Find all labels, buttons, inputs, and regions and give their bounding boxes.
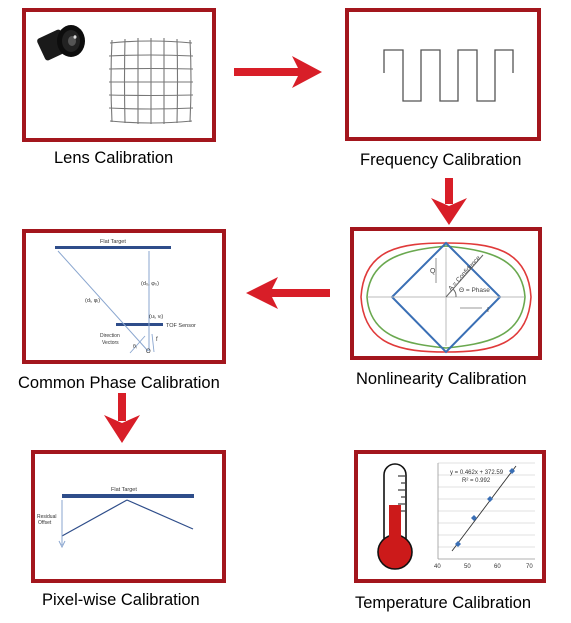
lens-calibration-caption: Lens Calibration — [54, 149, 174, 167]
common-phase-diagram: Flat Target TOF Sensor (d₀, φ₀) (dᵢ, φᵢ)… — [55, 239, 196, 355]
phase-label: Θ = Phase — [459, 287, 490, 294]
frequency-calibration-panel — [345, 8, 541, 141]
nonlinearity-plot: Q I A = Confidence Θ = Phase — [360, 241, 532, 354]
temperature-chart: y = 0.462x + 372.59 R² = 0.992 40 50 60 … — [434, 462, 535, 570]
tof-sensor-bar — [116, 323, 163, 326]
o-label: O — [146, 349, 151, 355]
residual-label-2: Offset — [38, 520, 52, 526]
uv-label: (uᵢ, vᵢ) — [149, 314, 163, 320]
flat-target-label-2: Flat Target — [111, 487, 137, 493]
q-axis-label: Q — [430, 268, 436, 275]
residual-label-1: Residual — [37, 514, 56, 520]
flat-target-label: Flat Target — [100, 239, 126, 245]
direction-label-2: Vectors — [102, 340, 119, 346]
arrow-frequency-to-nonlinearity — [431, 178, 467, 225]
arrow-common-phase-to-pixel-wise — [104, 393, 140, 443]
phase-diamond — [390, 241, 502, 354]
nonlinear-green-curve — [366, 245, 526, 349]
square-wave-icon — [383, 49, 514, 102]
pixel-wise-calibration-panel — [31, 450, 226, 583]
trendline-equation: y = 0.462x + 372.59 — [450, 470, 504, 476]
frequency-calibration-caption: Frequency Calibration — [360, 151, 522, 169]
temperature-calibration-caption: Temperature Calibration — [355, 594, 532, 612]
x-tick-60: 60 — [494, 564, 501, 570]
lens-icon — [37, 25, 85, 61]
arrow-lens-to-frequency — [234, 56, 322, 88]
arrow-nonlinearity-to-common-phase — [246, 277, 330, 309]
di-label: (dᵢ, φᵢ) — [85, 298, 100, 304]
distorted-grid-icon — [108, 38, 194, 124]
flat-target-bar — [55, 246, 171, 249]
x-tick-70: 70 — [526, 564, 533, 570]
i-axis-label: I — [487, 307, 489, 314]
direction-label-1: Direction — [100, 333, 120, 339]
tof-sensor-label: TOF Sensor — [166, 323, 196, 329]
theta-label: θᵢ — [133, 344, 137, 350]
thermometer-icon — [377, 463, 413, 570]
f-label: f — [156, 337, 158, 343]
x-tick-40: 40 — [434, 564, 441, 570]
common-phase-calibration-caption: Common Phase Calibration — [18, 374, 220, 392]
pixel-wise-calibration-caption: Pixel-wise Calibration — [42, 591, 200, 609]
flat-target-bar-2 — [62, 494, 194, 498]
lens-calibration-panel — [22, 8, 216, 142]
r-squared: R² = 0.992 — [462, 478, 491, 484]
x-tick-50: 50 — [464, 564, 471, 570]
pixel-wise-diagram: Flat Target Residual Offset — [37, 487, 194, 549]
common-phase-calibration-panel — [22, 229, 226, 364]
d0-label: (d₀, φ₀) — [141, 281, 159, 287]
nonlinearity-calibration-caption: Nonlinearity Calibration — [356, 370, 527, 388]
